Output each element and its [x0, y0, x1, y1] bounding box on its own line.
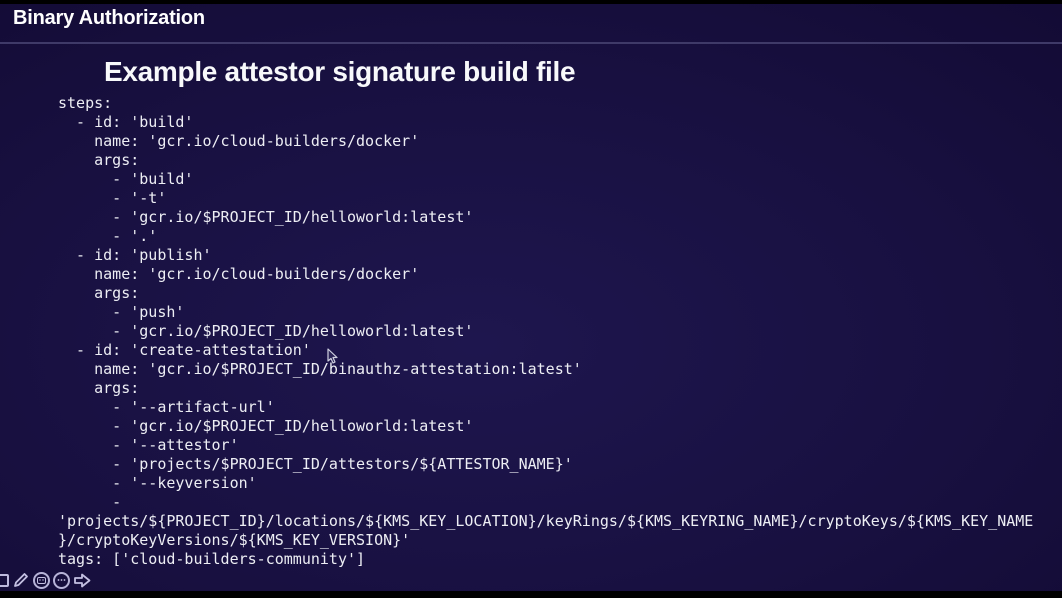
annotation-toolbar — [0, 570, 92, 590]
mouse-pointer-icon — [327, 348, 338, 364]
header-divider — [0, 42, 1062, 44]
pen-icon[interactable] — [12, 571, 30, 589]
presentation-header-title: Binary Authorization — [13, 7, 205, 29]
code-block: steps: - id: 'build' name: 'gcr.io/cloud… — [58, 94, 1034, 568]
next-arrow-icon[interactable] — [73, 572, 92, 589]
more-options-icon[interactable] — [53, 571, 70, 589]
slide-title: Example attestor signature build file — [104, 56, 576, 87]
keypad-icon[interactable] — [33, 571, 50, 589]
slide-background: Binary Authorization Example attestor si… — [0, 4, 1062, 591]
color-swatch-icon[interactable] — [0, 573, 9, 587]
